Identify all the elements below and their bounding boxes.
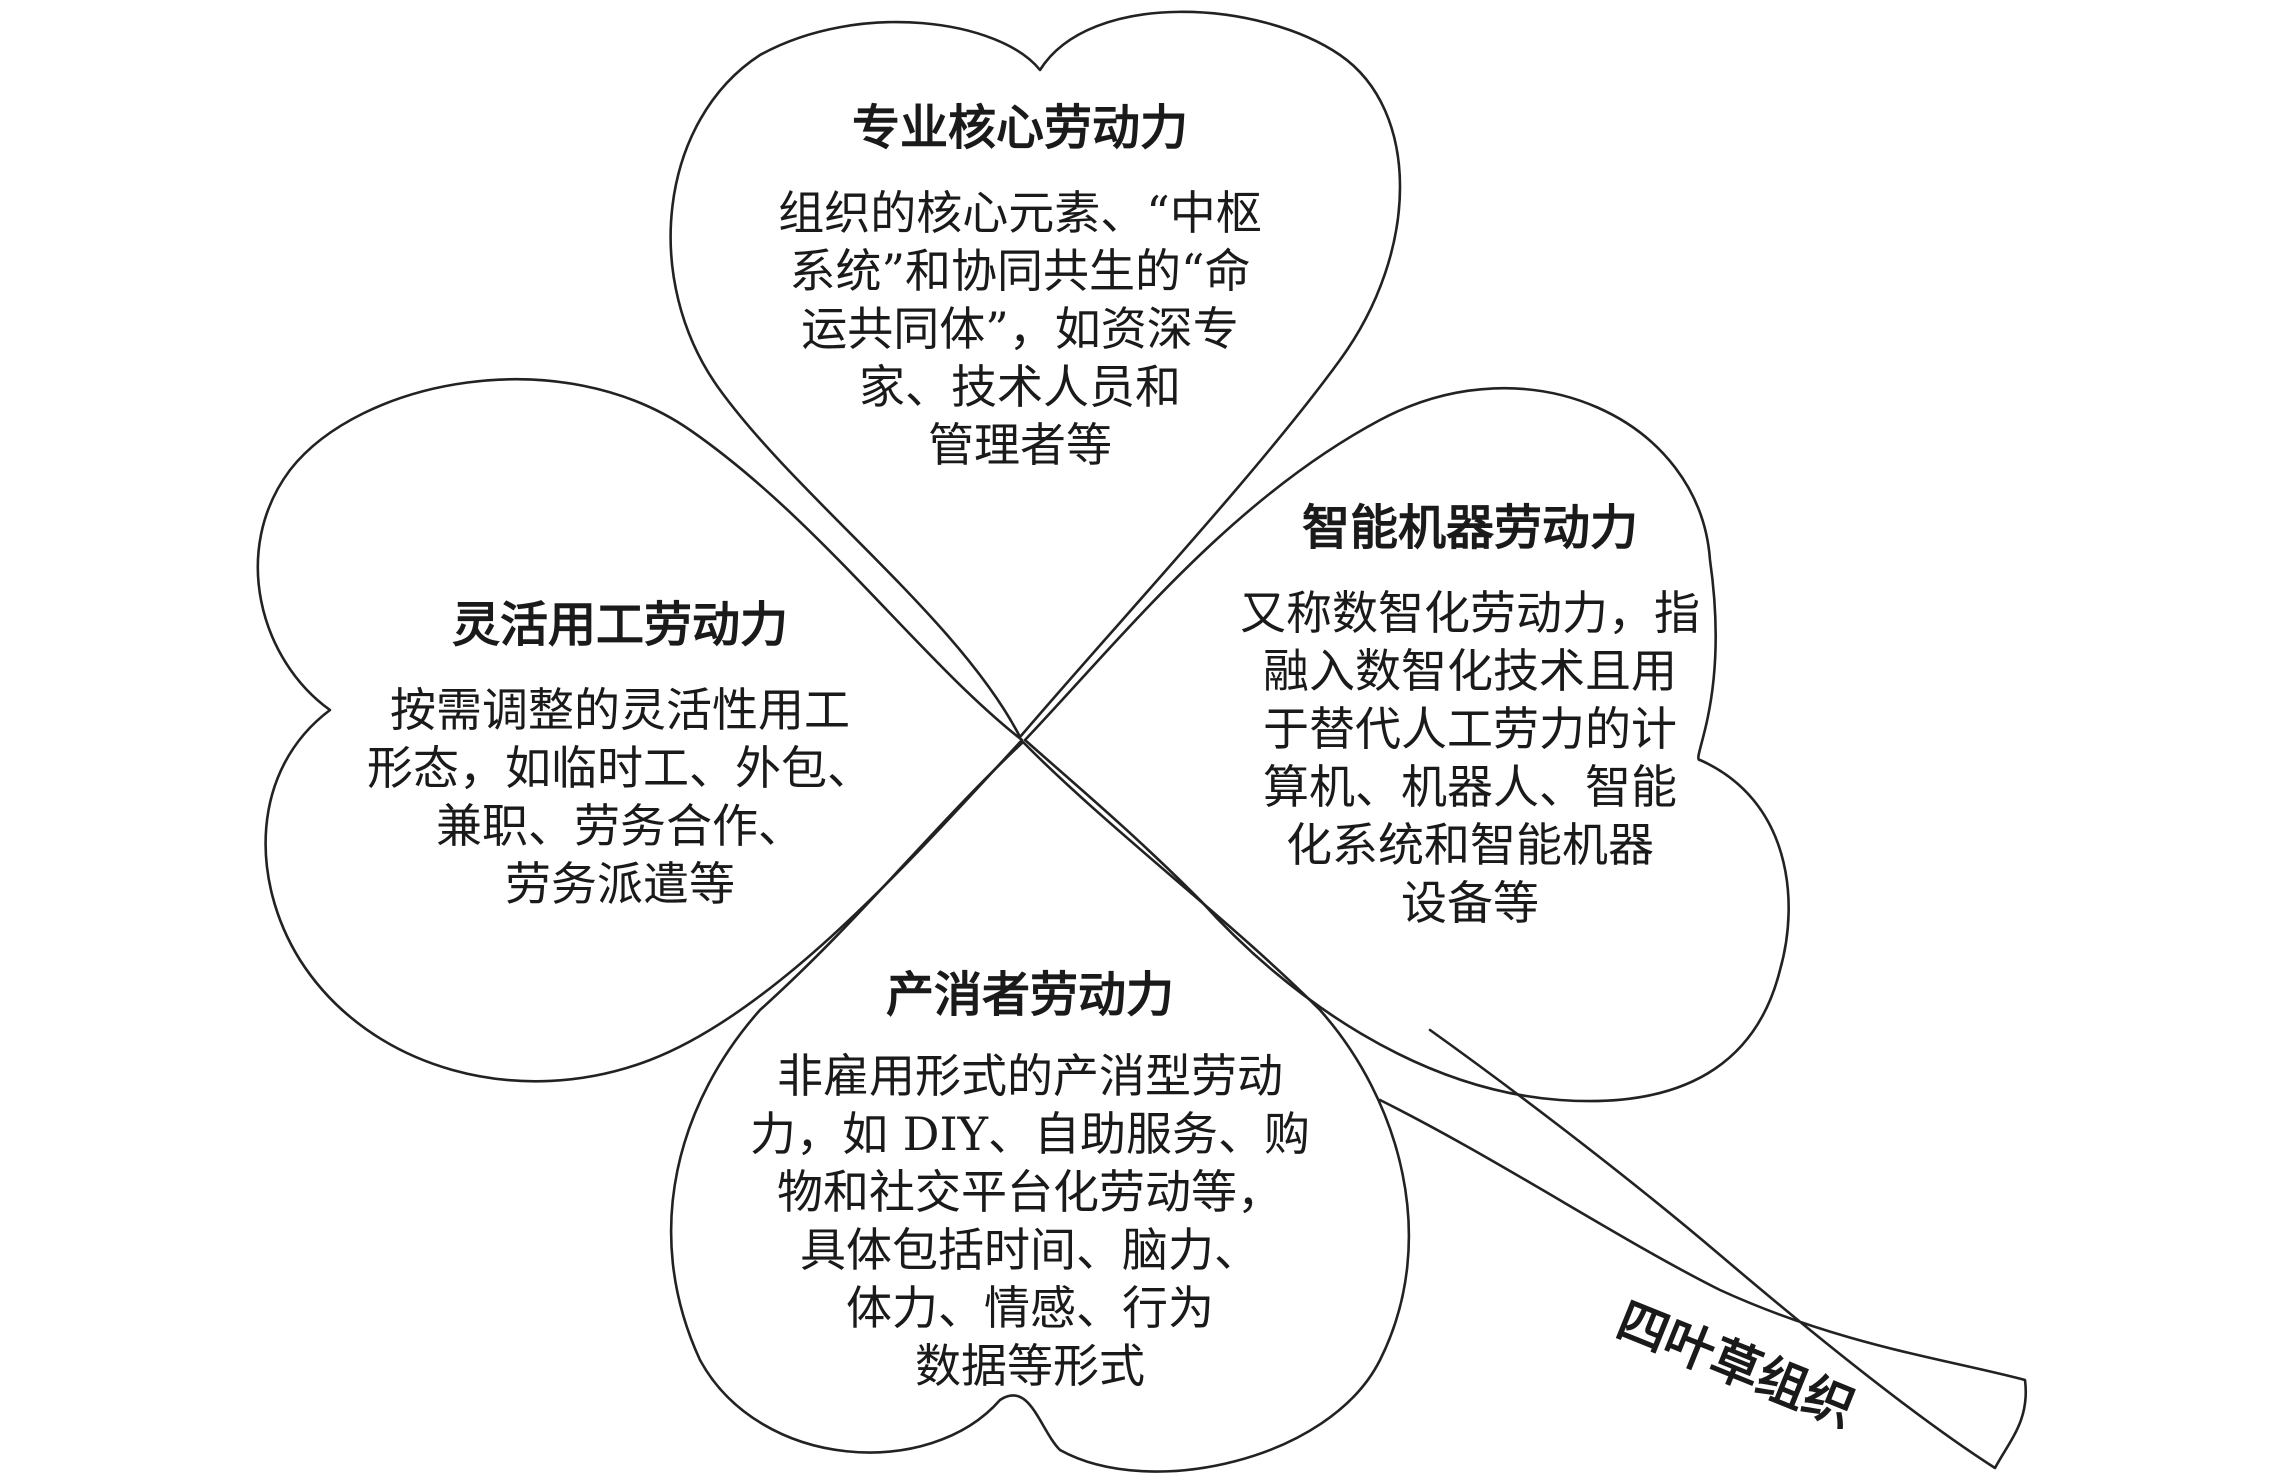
leaf-top-line: 系统”和协同共生的“命	[789, 244, 1251, 298]
leaf-bottom-line: 数据等形式	[915, 1339, 1145, 1393]
leaf-top-line: 组织的核心元素、“中枢	[778, 186, 1262, 240]
leaf-right-line: 化系统和智能机器	[1286, 818, 1654, 872]
leaf-left-description: 按需调整的灵活性用工 形态，如临时工、外包、 兼职、劳务合作、 劳务派遣等	[340, 681, 900, 913]
left-leaf-outline	[256, 378, 1024, 1083]
leaf-top-description: 组织的核心元素、“中枢 系统”和协同共生的“命 运共同体”，如资深专 家、技术人…	[740, 184, 1300, 474]
leaf-right: 智能机器劳动力 又称数智化劳动力，指 融入数智化技术且用 于替代人工劳力的计 算…	[1190, 498, 1750, 932]
leaf-left: 灵活用工劳动力 按需调整的灵活性用工 形态，如临时工、外包、 兼职、劳务合作、 …	[340, 595, 900, 913]
right-leaf-outline	[1023, 386, 1790, 1103]
leaf-bottom-line: 体力、情感、行为	[846, 1281, 1214, 1335]
leaf-top-line: 运共同体”，如资深专	[801, 302, 1239, 356]
stem-outline	[1378, 1028, 2028, 1470]
leaf-top-line: 家、技术人员和	[859, 360, 1181, 414]
leaf-right-line: 于替代人工劳力的计	[1263, 702, 1677, 756]
leaf-left-title: 灵活用工劳动力	[451, 597, 788, 653]
leaf-bottom-line: 具体包括时间、脑力、	[800, 1223, 1260, 1277]
leaf-left-line: 按需调整的灵活性用工	[390, 683, 850, 737]
leaf-top-title: 专业核心劳动力	[851, 100, 1188, 156]
leaf-left-line: 兼职、劳务合作、	[436, 799, 804, 853]
bottom-leaf-outline	[669, 740, 1411, 1473]
top-leaf-outline	[669, 10, 1402, 739]
leaf-right-line: 又称数智化劳动力，指	[1240, 586, 1700, 640]
leaf-left-line: 形态，如临时工、外包、	[367, 741, 873, 795]
leaf-bottom-line: 力，如 DIY、自助服务、购	[749, 1107, 1311, 1161]
leaf-bottom-line: 物和社交平台化劳动等，	[777, 1165, 1283, 1219]
leaf-left-line: 劳务派遣等	[505, 857, 735, 911]
leaf-right-line: 算机、机器人、智能	[1263, 760, 1677, 814]
leaf-right-title: 智能机器劳动力	[1301, 500, 1638, 556]
leaf-right-line: 融入数智化技术且用	[1263, 644, 1677, 698]
leaf-top: 专业核心劳动力 组织的核心元素、“中枢 系统”和协同共生的“命 运共同体”，如资…	[740, 98, 1300, 474]
leaf-right-line: 设备等	[1401, 876, 1539, 930]
leaf-right-description: 又称数智化劳动力，指 融入数智化技术且用 于替代人工劳力的计 算机、机器人、智能…	[1190, 584, 1750, 932]
leaf-bottom-title: 产消者劳动力	[885, 967, 1174, 1023]
leaf-top-line: 管理者等	[928, 418, 1112, 472]
leaf-bottom: 产消者劳动力 非雇用形式的产消型劳动 力，如 DIY、自助服务、购 物和社交平台…	[740, 965, 1320, 1395]
leaf-bottom-description: 非雇用形式的产消型劳动 力，如 DIY、自助服务、购 物和社交平台化劳动等， 具…	[740, 1047, 1320, 1395]
leaf-bottom-line: 非雇用形式的产消型劳动	[777, 1049, 1283, 1103]
